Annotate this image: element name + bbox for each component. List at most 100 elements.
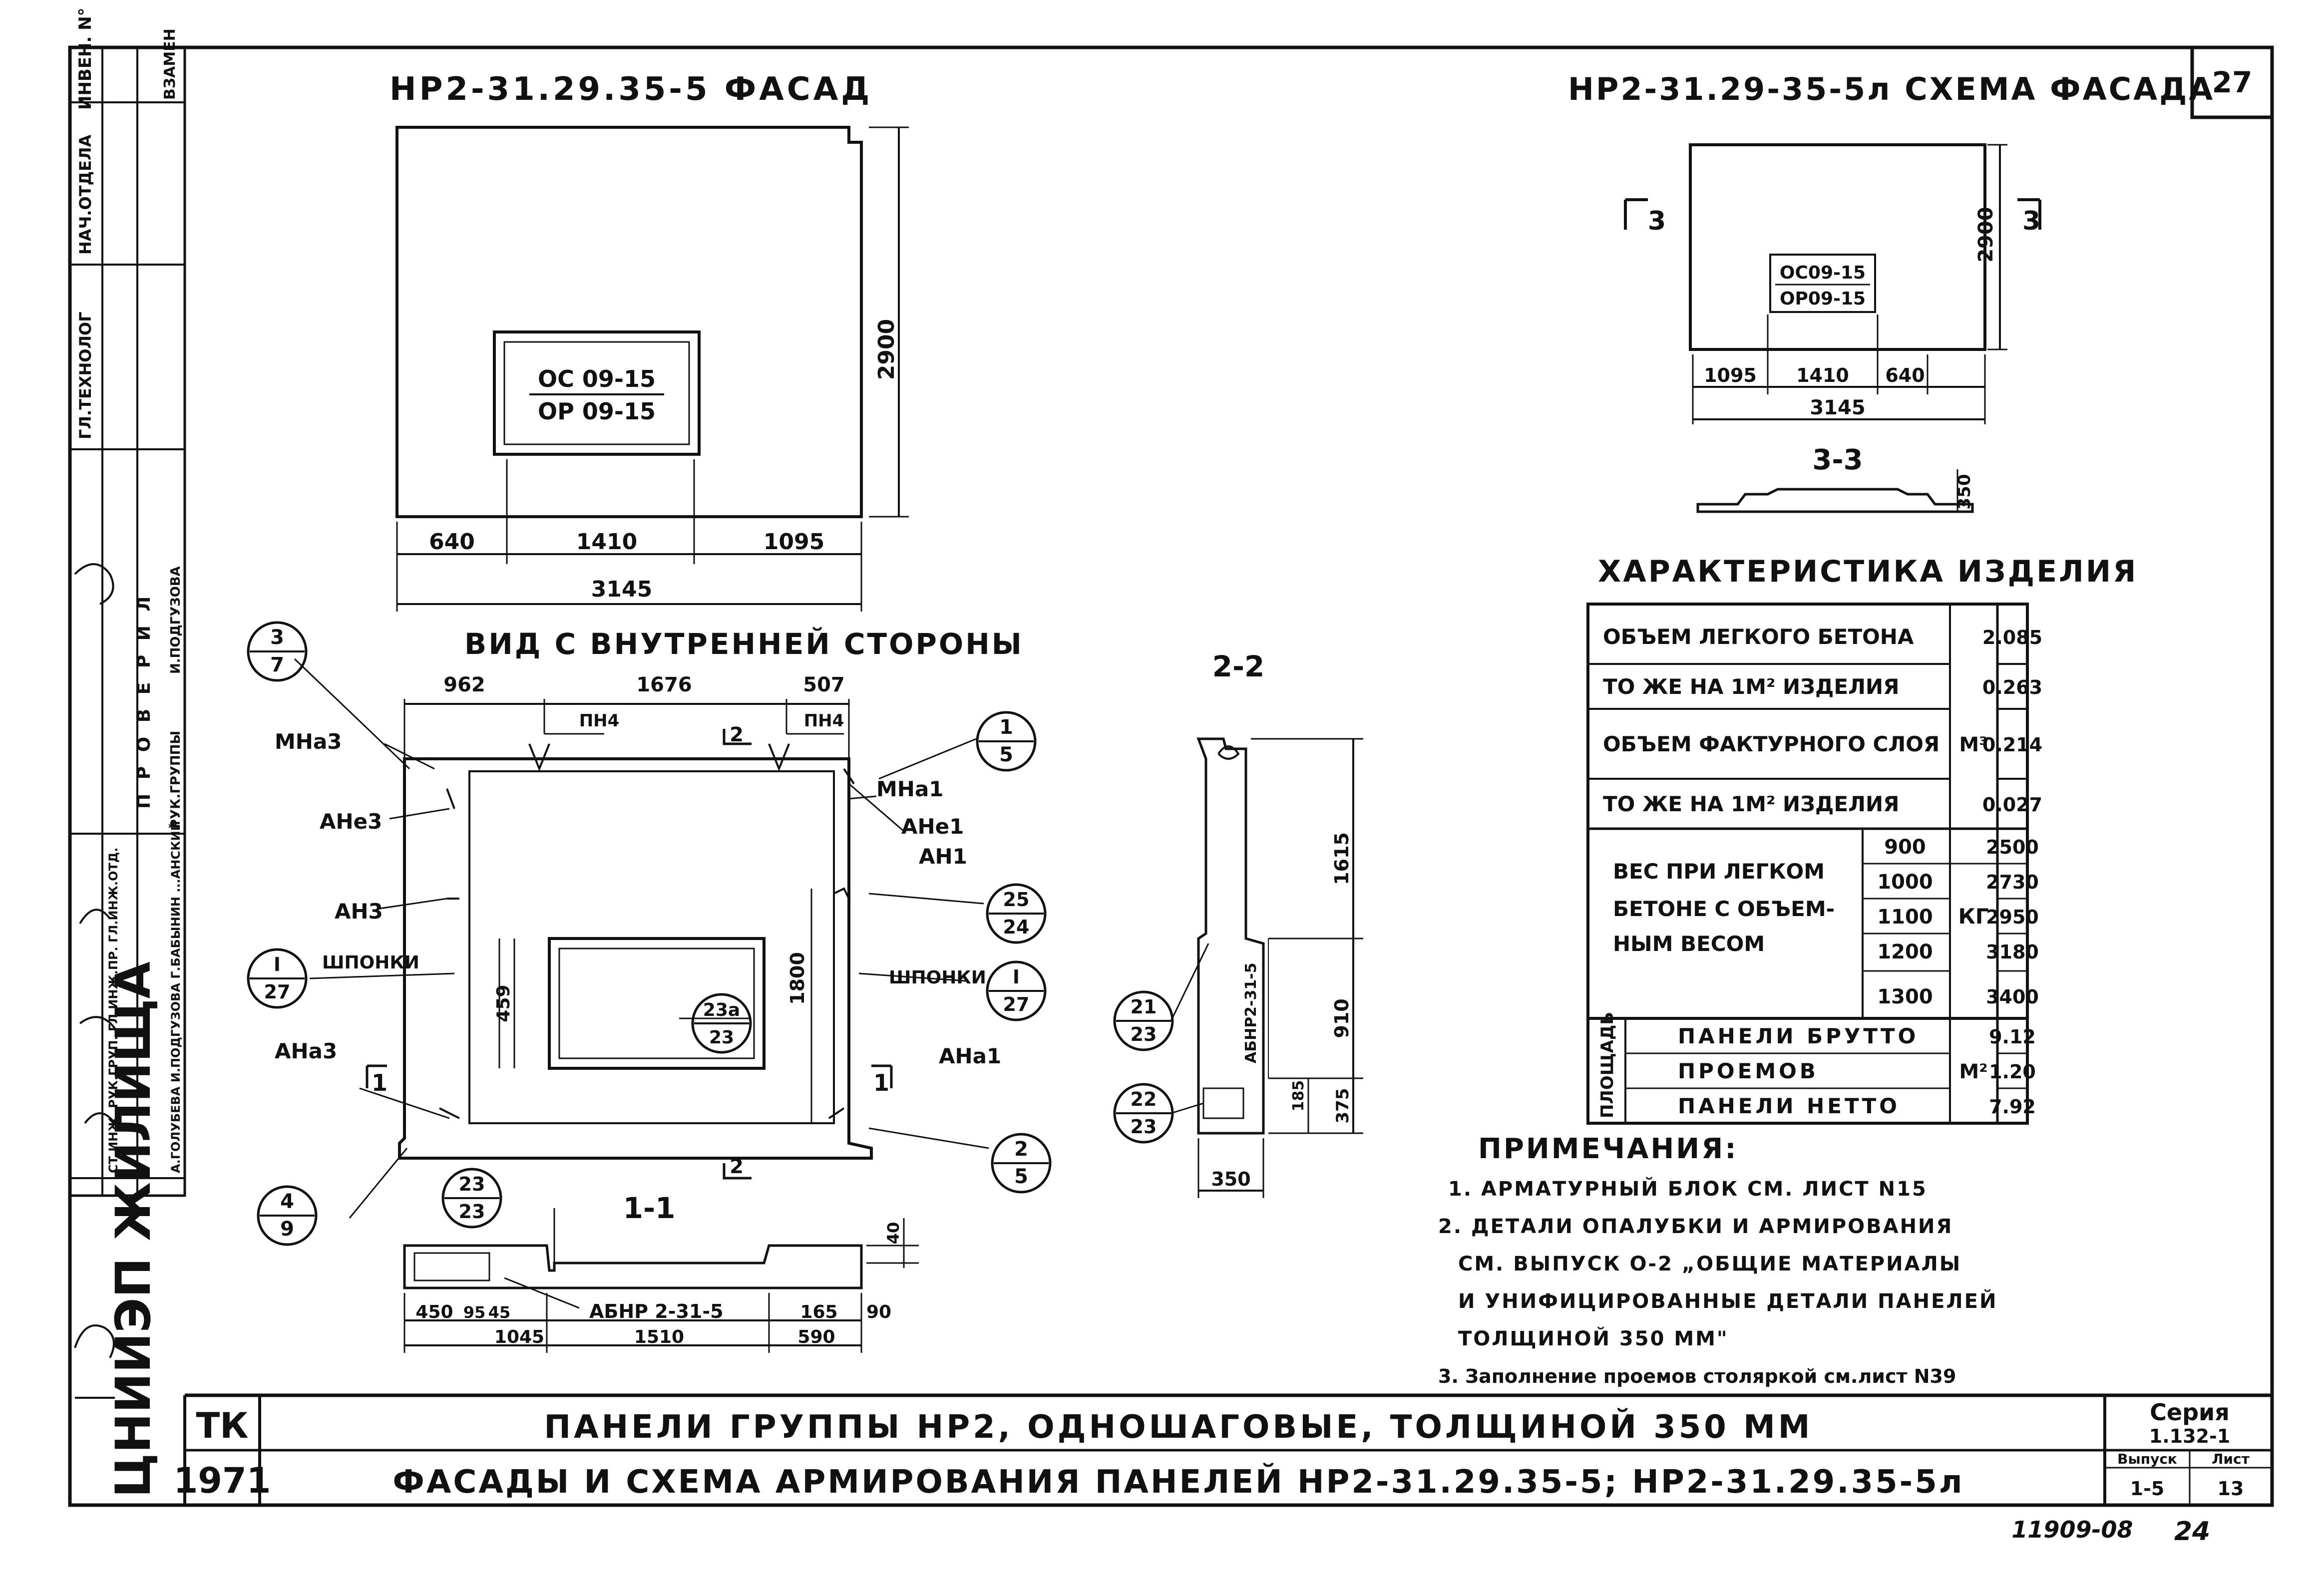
sec11-dim-40: 40: [884, 1222, 903, 1245]
scheme-section-right: 3: [2022, 206, 2040, 236]
callout-i-27-right: [986, 960, 1047, 1021]
sec22-drawing: [1170, 737, 1363, 1198]
callout-3-7-top: 3: [270, 626, 284, 649]
inner-ane3: АНе3: [320, 809, 382, 834]
inner-shponki-left: ШПОНКИ: [322, 952, 419, 973]
tb-page: 24: [2174, 1517, 2210, 1547]
sheet-number-box: [2190, 45, 2274, 119]
callout-3-7: [247, 621, 308, 682]
char-density-1: 900: [1884, 836, 1926, 859]
callout-2-5-top: 2: [1014, 1138, 1028, 1161]
char-density-3: 1100: [1877, 906, 1933, 929]
inner-mna1: МНа1: [876, 777, 944, 801]
facade-title: НР2-31.29.35-5 ФАСАД: [389, 71, 872, 108]
sheet-number: 27: [2212, 65, 2253, 99]
facade-window-top: ОС 09-15: [538, 365, 656, 392]
char-weight-label-1: ВЕС ПРИ ЛЕГКОМ: [1613, 859, 1825, 884]
inner-pn-right: ПН4: [804, 711, 844, 731]
char-area-1-value: 9.12: [1989, 1026, 2036, 1048]
char-density-5: 1300: [1877, 985, 1933, 1008]
char-weight-4: 3180: [1986, 941, 2039, 963]
sec11-drawing: [403, 1208, 919, 1353]
char-weight-2: 2730: [1986, 871, 2039, 893]
sec11-dim-165: 165: [800, 1302, 837, 1322]
callout-25-24: [986, 883, 1047, 944]
sec11-dim-45: 45: [488, 1303, 511, 1322]
sec22-abnr: АБНР2-31-5: [1242, 962, 1260, 1063]
char-area-unit: М²: [1959, 1060, 1987, 1083]
callout-i-27-left-bottom: 27: [264, 981, 291, 1003]
side-stamp: ИНВЕН. N° ВЗАМЕН НАЧ.ОТДЕЛА ГЛ.ТЕХНОЛОГ …: [68, 7, 186, 1498]
stamp-names: А.ГОЛУБЕВА И.ПОДГУЗОВА Г.БАБЫНИН ...АНСК…: [168, 821, 183, 1173]
inner-an1: АН1: [919, 844, 967, 869]
inner-dim-top-b: 1676: [636, 673, 692, 696]
callout-22-23-bottom: 23: [1131, 1116, 1157, 1138]
inner-dim-top-c: 507: [803, 673, 845, 696]
inner-cut2-bottom: 2: [730, 1155, 744, 1178]
title-block: [183, 1393, 2272, 1505]
stamp-proveril: П Р О В Е Р И Л: [134, 593, 154, 809]
inner-dim-top-a: 962: [443, 673, 485, 696]
callout-23a-23: [691, 993, 752, 1054]
tb-archive: 11909-08: [2011, 1516, 2133, 1543]
sec11-abnr: АБНР 2-31-5: [589, 1300, 724, 1322]
char-area-group: ПЛОЩАДЬ: [1597, 1012, 1617, 1118]
stamp-inv: ИНВЕН. N°: [75, 7, 95, 110]
char-row-1-value: 2.085: [1982, 627, 2042, 648]
callout-22-23: [1113, 1083, 1174, 1144]
facade-dim-c: 1095: [764, 529, 824, 555]
facade-window-bottom: ОР 09-15: [538, 398, 656, 425]
stamp-org: ЦНИИЭП ЖИЛИЩА: [105, 961, 161, 1498]
sec11-dim-450: 450: [415, 1302, 453, 1322]
facade-dim-a: 640: [429, 529, 475, 555]
callout-25-24-bottom: 24: [1003, 916, 1030, 938]
tb-tk: ТК: [196, 1405, 249, 1446]
facade-dim-height: 2900: [874, 319, 899, 380]
scheme-window-top: ОС09-15: [1780, 263, 1866, 283]
tb-line1: ПАНЕЛИ ГРУППЫ НР2, ОДНОШАГОВЫЕ, ТОЛЩИНОЙ…: [544, 1408, 1813, 1446]
scheme-section-label: 3-3: [1812, 444, 1863, 476]
char-table: [1586, 603, 2029, 1125]
callout-i-27-right-top: I: [1013, 966, 1020, 988]
scheme-dim-total: 3145: [1810, 396, 1865, 419]
char-area-3-label: ПАНЕЛИ НЕТТО: [1678, 1094, 1900, 1118]
callout-21-23-top: 21: [1131, 996, 1157, 1018]
stamp-vzamen: ВЗАМЕН: [161, 28, 179, 100]
stamp-rukgr: РУК.ГРУППЫ: [168, 731, 183, 829]
callout-2-5: [991, 1133, 1052, 1194]
callout-22-23-top: 22: [1131, 1088, 1157, 1110]
sec11-dim-1045: 1045: [494, 1327, 544, 1347]
char-density-2: 1000: [1877, 871, 1933, 894]
char-weight-1: 2500: [1986, 836, 2039, 858]
sec22-dim-350: 350: [1211, 1168, 1250, 1190]
char-weight-5: 3400: [1986, 986, 2039, 1008]
callout-1-5-top: 1: [999, 716, 1013, 739]
callout-2-5-bottom: 5: [1014, 1165, 1028, 1188]
char-row-2-value: 0.263: [1982, 676, 2042, 698]
char-row-2-label: ТО ЖЕ НА 1М² ИЗДЕЛИЯ: [1603, 674, 1899, 699]
inner-leaders: [294, 658, 989, 1219]
scheme-window-bottom: ОР09-15: [1780, 289, 1866, 309]
stamp-podguzova: И.ПОДГУЗОВА: [168, 566, 183, 674]
callout-4-9-top: 4: [280, 1190, 294, 1213]
callout-23-23: [441, 1168, 502, 1229]
callout-21-23: [1113, 990, 1174, 1051]
char-title: ХАРАКТЕРИСТИКА ИЗДЕЛИЯ: [1598, 554, 2138, 589]
char-weight-3: 2950: [1986, 906, 2039, 928]
callout-4-9: [257, 1185, 318, 1246]
inner-cut1-right: 1: [873, 1069, 889, 1096]
inner-title: ВИД С ВНУТРЕННЕЙ СТОРОНЫ: [464, 627, 1024, 661]
scheme-section-thickness: 350: [1954, 474, 1974, 510]
facade-dim-b: 1410: [576, 529, 637, 555]
sec22-dim-185: 185: [1290, 1080, 1307, 1112]
scheme-dim-c: 640: [1885, 364, 1925, 386]
char-area-2-label: ПРОЕМОВ: [1678, 1059, 1819, 1083]
char-weight-label-3: НЫМ ВЕСОМ: [1613, 932, 1765, 956]
scheme-dim-b: 1410: [1796, 364, 1849, 386]
tb-year: 1971: [174, 1460, 271, 1501]
facade-panel: [395, 126, 863, 518]
stamp-roles: СТ.ИНЖ. РУК.ГРУП. ГЛ.ИНЖ.ПР. ГЛ.ИНЖ.ОТД.: [106, 848, 120, 1173]
sec22-dim-1615: 1615: [1331, 832, 1353, 885]
tb-sheet-label: Лист: [2212, 1451, 2250, 1467]
